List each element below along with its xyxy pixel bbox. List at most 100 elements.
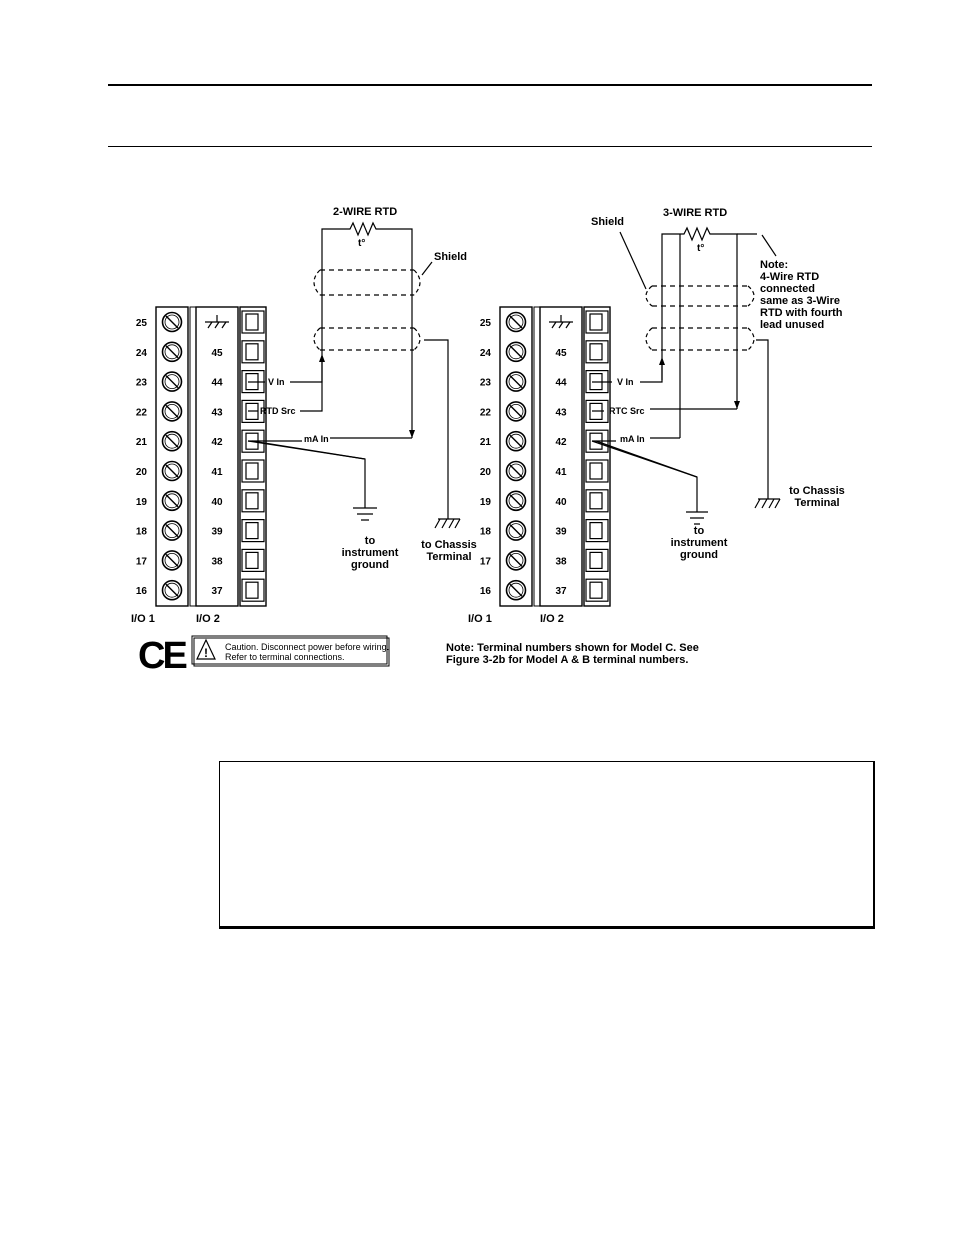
left-io2-terminal-42: 42 [211, 437, 223, 448]
left-slot-0 [245, 313, 259, 331]
left-chassis-ground-icon [205, 315, 229, 329]
left-io1-terminal-18: 18 [136, 527, 148, 538]
footnote-line-2: Figure 3-2b for Model A & B terminal num… [446, 654, 688, 666]
right-io2-terminal-39: 39 [555, 527, 567, 538]
ground-label-left-3: ground [351, 559, 389, 571]
side-note-6: lead unused [760, 319, 824, 331]
ground-label-right-3: ground [680, 549, 718, 561]
left-io2-terminal-37: 37 [211, 586, 223, 597]
right-slot-1 [589, 343, 603, 361]
shield-label-left: Shield [434, 251, 467, 263]
right-io1-terminal-17: 17 [480, 556, 492, 567]
left-io1-terminal-19: 19 [136, 497, 148, 508]
header-rule-bottom [108, 146, 872, 147]
right-io1-terminal-16: 16 [480, 586, 492, 597]
right-io1-terminal-24: 24 [480, 348, 492, 359]
side-note-5: RTD with fourth [760, 307, 843, 319]
caution-line-1: Caution. Disconnect power before wiring. [225, 642, 389, 652]
right-slot-0 [589, 313, 603, 331]
left-io2-terminal-39: 39 [211, 527, 223, 538]
io2-label-right: I/O 2 [540, 613, 564, 625]
right-io2-terminal-37: 37 [555, 586, 567, 597]
temp-symbol-right: t° [697, 243, 704, 254]
right-io1-terminal-23: 23 [480, 378, 492, 389]
right-io2-terminal-41: 41 [555, 467, 567, 478]
v-in-label-right: V In [617, 377, 634, 387]
ground-label-right-2: instrument [671, 537, 728, 549]
left-slot-6 [245, 492, 259, 510]
rtd-3wire-title: 3-WIRE RTD [663, 207, 727, 219]
right-slot-6 [589, 492, 603, 510]
right-io2-terminal-42: 42 [555, 437, 567, 448]
left-slot-9 [245, 581, 259, 599]
right-io1-terminal-21: 21 [480, 437, 492, 448]
ground-label-left-1: to [365, 535, 376, 547]
left-io1-terminal-17: 17 [136, 556, 148, 567]
right-slot-8 [589, 551, 603, 570]
left-io2-terminal-40: 40 [211, 497, 223, 508]
ma-in-label-left: mA In [304, 434, 329, 444]
v-in-label-left: V In [268, 377, 285, 387]
left-slot-7 [245, 521, 259, 540]
left-slot-1 [245, 343, 259, 361]
terminal-block-left: 25 24 45 23 44 22 43 21 42 20 41 19 40 18 39 17 38 16 37 [136, 306, 267, 607]
left-io1-terminal-22: 22 [136, 407, 148, 418]
right-io1-terminal-22: 22 [480, 407, 492, 418]
right-io2-terminal-38: 38 [555, 556, 567, 567]
right-io2-terminal-40: 40 [555, 497, 567, 508]
io2-label-left: I/O 2 [196, 613, 220, 625]
side-note-4: same as 3-Wire [760, 295, 840, 307]
rtd-3wire [591, 226, 781, 525]
left-io1-terminal-25: 25 [136, 318, 148, 329]
caution-line-2: Refer to terminal connections. [225, 652, 345, 662]
footnote-line-1: Note: Terminal numbers shown for Model C… [446, 642, 699, 654]
right-slot-9 [589, 581, 603, 599]
note-box [219, 761, 875, 929]
chassis-label-left-2: Terminal [426, 551, 471, 563]
chassis-label-left-1: to Chassis [421, 539, 477, 551]
left-io1-terminal-16: 16 [136, 586, 148, 597]
left-slot-8 [245, 551, 259, 570]
warning-icon [196, 638, 216, 660]
left-io1-terminal-23: 23 [136, 378, 148, 389]
right-slot-7 [589, 521, 603, 540]
io1-label-right: I/O 1 [468, 613, 492, 625]
left-io2-terminal-41: 41 [211, 467, 223, 478]
ground-label-left-2: instrument [342, 547, 399, 559]
left-io1-terminal-24: 24 [136, 348, 148, 359]
left-io1-terminal-20: 20 [136, 467, 148, 478]
left-io1-terminal-21: 21 [136, 437, 148, 448]
left-io2-terminal-43: 43 [211, 407, 223, 418]
rtc-src-label-right: RTC Src [609, 406, 645, 416]
right-io2-terminal-45: 45 [555, 348, 567, 359]
rtd-2wire-title: 2-WIRE RTD [333, 206, 397, 218]
left-io2-terminal-45: 45 [211, 348, 223, 359]
rtd-src-label-left: RTD Src [260, 406, 296, 416]
chassis-label-right-2: Terminal [794, 497, 839, 509]
svg-text:!: ! [204, 646, 208, 660]
right-io1-terminal-18: 18 [480, 527, 492, 538]
right-io1-terminal-20: 20 [480, 467, 492, 478]
left-io2-terminal-44: 44 [211, 378, 223, 389]
right-slot-5 [589, 462, 603, 480]
shield-label-right: Shield [591, 216, 624, 228]
left-io2-terminal-38: 38 [211, 556, 223, 567]
right-io1-terminal-19: 19 [480, 497, 492, 508]
temp-symbol-left: t° [358, 238, 365, 249]
right-chassis-ground-icon [549, 315, 573, 329]
ce-mark: CE [138, 635, 189, 677]
ground-label-right-1: to [694, 525, 705, 537]
io1-label-left: I/O 1 [131, 613, 155, 625]
ma-in-label-right: mA In [620, 434, 645, 444]
header-rule-top [108, 84, 872, 86]
rtd-2wire [247, 221, 461, 529]
side-note-1: Note: [760, 259, 788, 271]
right-io2-terminal-44: 44 [555, 378, 567, 389]
caution-label: ! Caution. Disconnect power before wirin… [191, 635, 390, 667]
right-io1-terminal-25: 25 [480, 318, 492, 329]
left-slot-5 [245, 462, 259, 480]
side-note-2: 4-Wire RTD [760, 271, 819, 283]
chassis-label-right-1: to Chassis [789, 485, 845, 497]
